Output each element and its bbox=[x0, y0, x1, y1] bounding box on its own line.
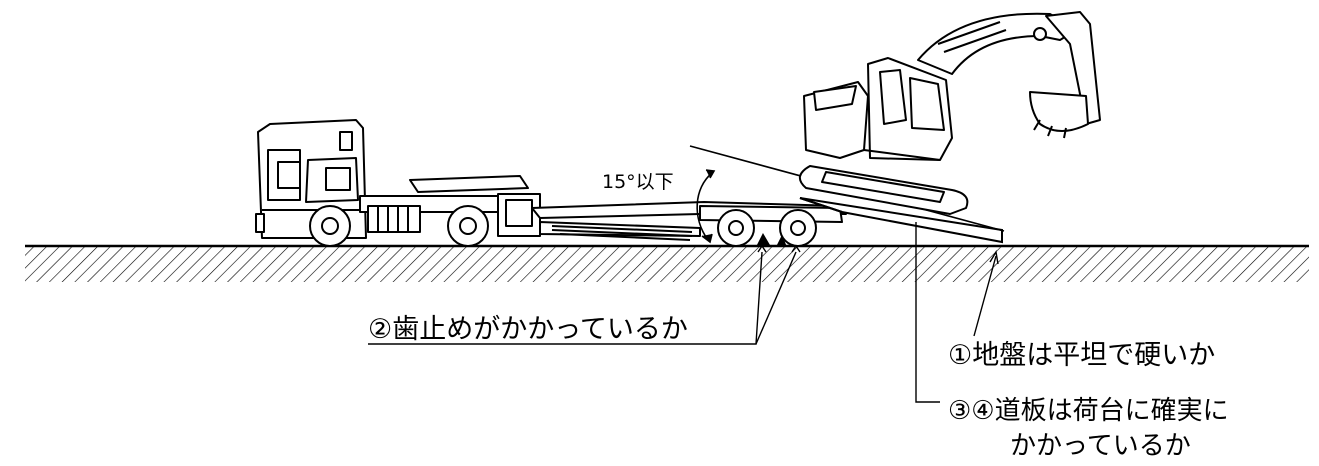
ramp-check-label-continued: かかっているか bbox=[1010, 431, 1191, 461]
callout-lines bbox=[368, 222, 999, 403]
ramp-icon bbox=[799, 197, 1003, 244]
ramp-check-label: ③④道板は荷台に確実に bbox=[948, 396, 1229, 426]
wheel-chock-icon bbox=[756, 232, 787, 247]
angle-label: 15°以下 bbox=[602, 171, 674, 193]
chock-check-label: ②歯止めがかかっているか bbox=[368, 314, 688, 345]
excavator-icon bbox=[799, 11, 1101, 215]
ground-check-label: ①地盤は平坦で硬いか bbox=[948, 340, 1216, 371]
truck-icon bbox=[255, 119, 847, 247]
ground-hatch-icon bbox=[25, 244, 1309, 282]
